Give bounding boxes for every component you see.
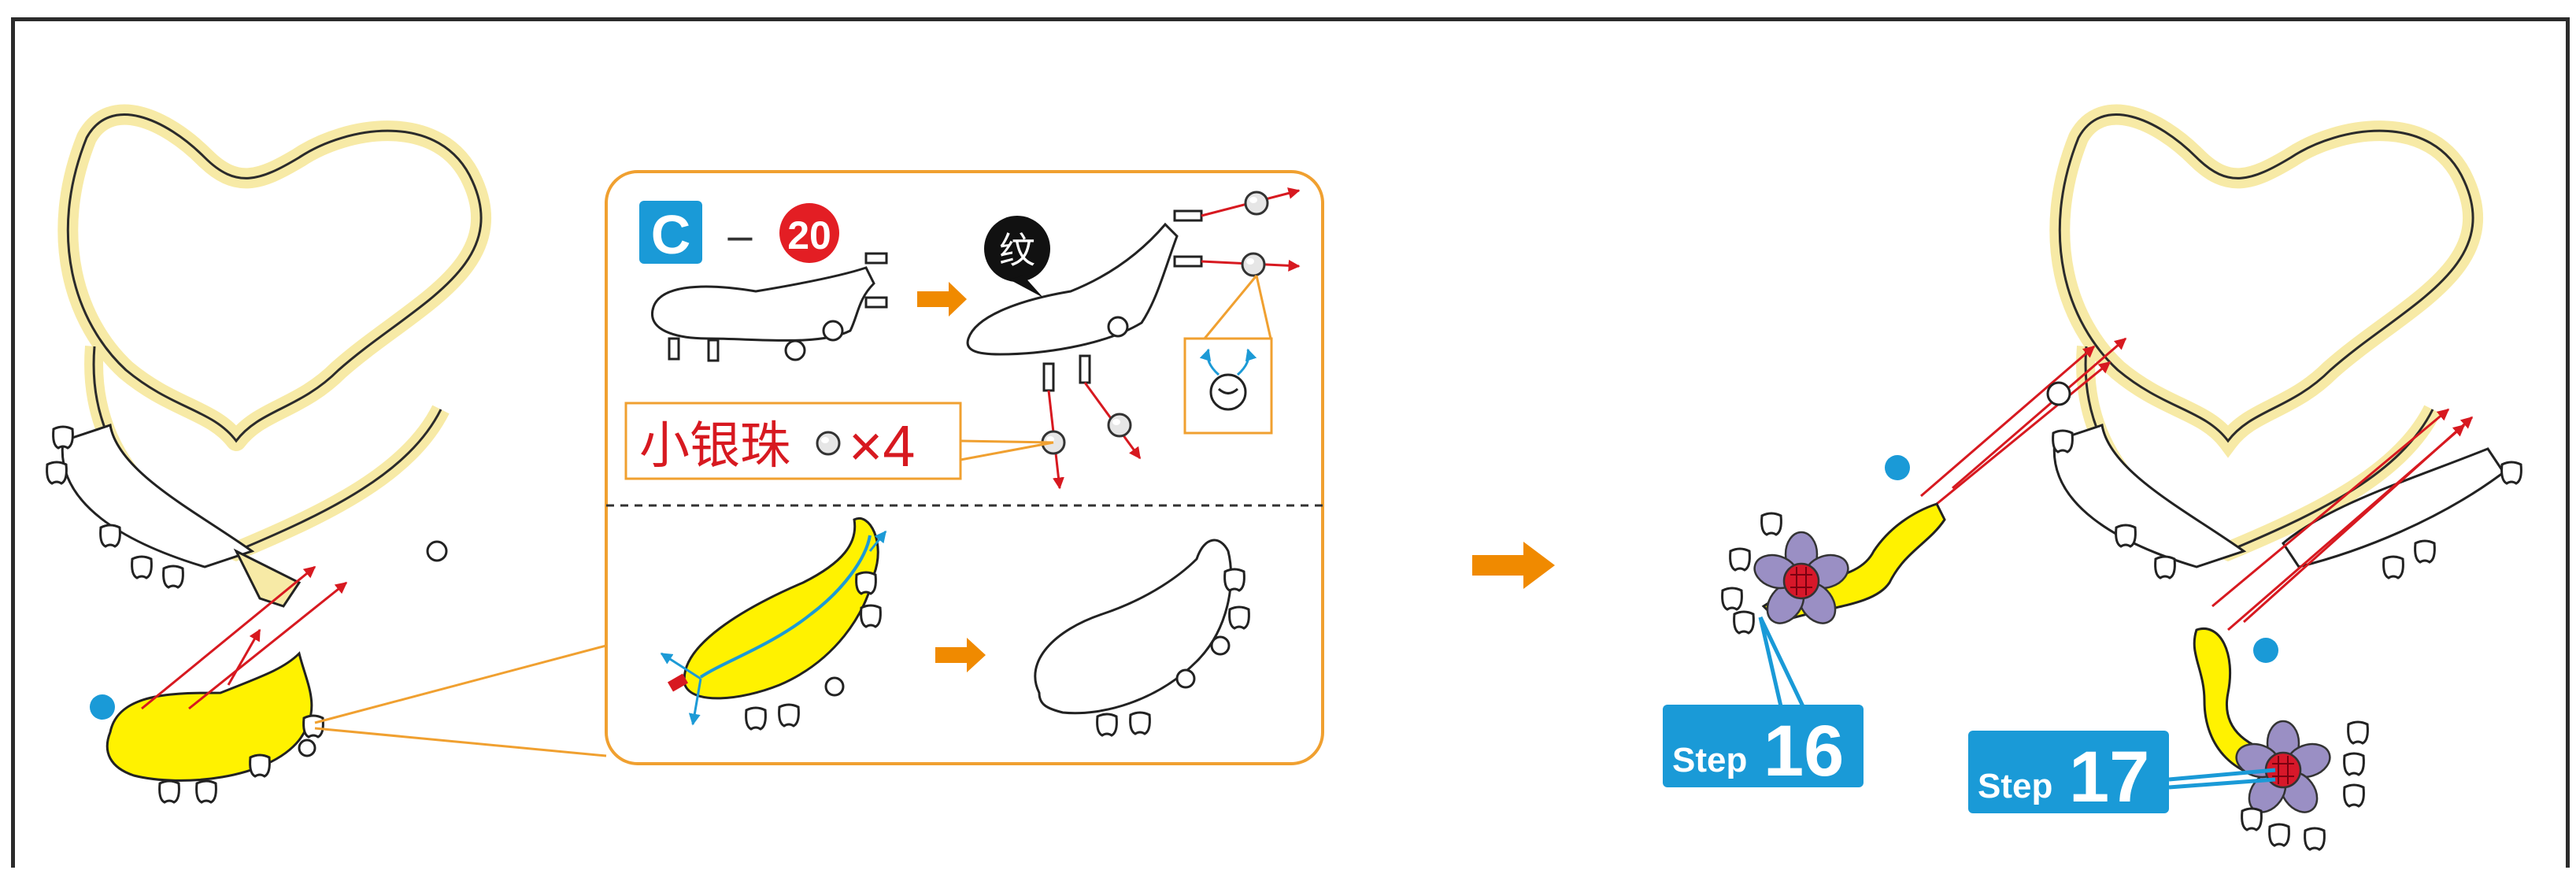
part-separator: – bbox=[727, 210, 753, 260]
blue-dot-icon bbox=[90, 694, 115, 720]
part-number: 20 bbox=[787, 213, 831, 257]
step-16-badge bbox=[1663, 705, 1864, 787]
step-word: Step bbox=[1672, 741, 1747, 779]
left-assembly bbox=[46, 104, 607, 804]
blue-dot-icon bbox=[1885, 455, 1910, 480]
page-frame bbox=[11, 17, 2570, 868]
heart-frame bbox=[57, 104, 492, 451]
bead-label: 小银珠 bbox=[639, 417, 790, 474]
step-arrow-icon bbox=[917, 282, 967, 317]
instruction-panel: C – 20 纹 bbox=[605, 170, 1324, 765]
yellow-part-left bbox=[105, 651, 313, 782]
part-number-badge bbox=[779, 203, 839, 263]
bead-icon bbox=[1241, 252, 1266, 277]
step-17-badge bbox=[1968, 731, 2169, 813]
glue-icon bbox=[984, 216, 1050, 282]
step-17-number: 17 bbox=[2069, 737, 2149, 817]
step-16-number: 16 bbox=[1764, 711, 1844, 791]
step-word: Step bbox=[1978, 767, 2052, 805]
right-assembly: Step 16 Step 17 bbox=[1663, 104, 2522, 851]
blue-dot-icon bbox=[2253, 638, 2278, 663]
glue-label: 纹 bbox=[999, 230, 1035, 271]
bead-multiplier: ×4 bbox=[849, 413, 915, 479]
part-letter: C bbox=[651, 204, 691, 265]
next-step-arrow-icon bbox=[1472, 542, 1555, 589]
part-letter-badge bbox=[639, 201, 702, 264]
